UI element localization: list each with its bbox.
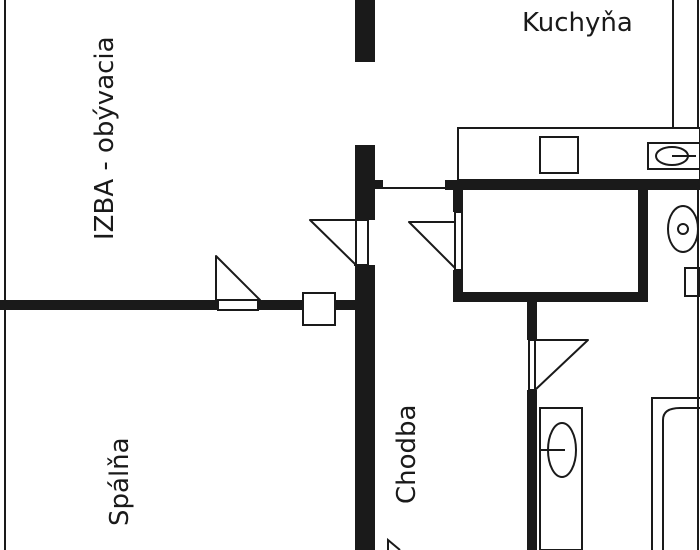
door-swing-bathroom xyxy=(534,339,589,391)
toilet-bowl xyxy=(667,205,699,253)
bathroom-washbasin xyxy=(539,407,583,550)
wall-hallway-lower xyxy=(355,265,375,550)
wall-bathroom xyxy=(527,302,537,340)
bathtub-inner xyxy=(662,407,700,550)
door-storage xyxy=(454,211,463,271)
kitchen-opening-post xyxy=(375,180,383,189)
toilet-drain xyxy=(677,223,689,235)
wall-stub-top xyxy=(355,0,375,62)
door-swing-living-bedroom xyxy=(215,255,261,301)
wall-living-bedroom-stub xyxy=(335,300,357,310)
door-living-bedroom xyxy=(217,299,259,311)
door-swing-hallway-bottom xyxy=(387,537,401,550)
room-label-bedroom: Spálňa xyxy=(105,437,135,526)
bathtub xyxy=(651,397,700,550)
toilet-tank xyxy=(684,267,700,297)
storage-left-wall-upper xyxy=(453,190,463,212)
wall-hallway-upper xyxy=(355,145,375,220)
storage-left-wall-lower xyxy=(453,270,463,301)
room-label-kitchen: Kuchyňa xyxy=(522,8,633,38)
room-label-hallway: Chodba xyxy=(392,405,422,504)
wall-living-bedroom xyxy=(0,300,218,310)
room-label-living: IZBA - obývacia xyxy=(90,36,120,240)
wall-kitchen-bottom xyxy=(445,180,700,190)
storage-bottom-wall xyxy=(453,292,648,302)
chimney xyxy=(302,292,336,326)
wall-bathroom-lower xyxy=(527,390,537,550)
storage-right-wall xyxy=(638,190,648,302)
door-swing-storage xyxy=(408,221,456,269)
kitchen-stove xyxy=(539,136,579,174)
door-swing-living-hallway xyxy=(309,219,357,266)
kitchen-sink xyxy=(647,142,700,170)
wall-living-bedroom-right xyxy=(258,300,303,310)
